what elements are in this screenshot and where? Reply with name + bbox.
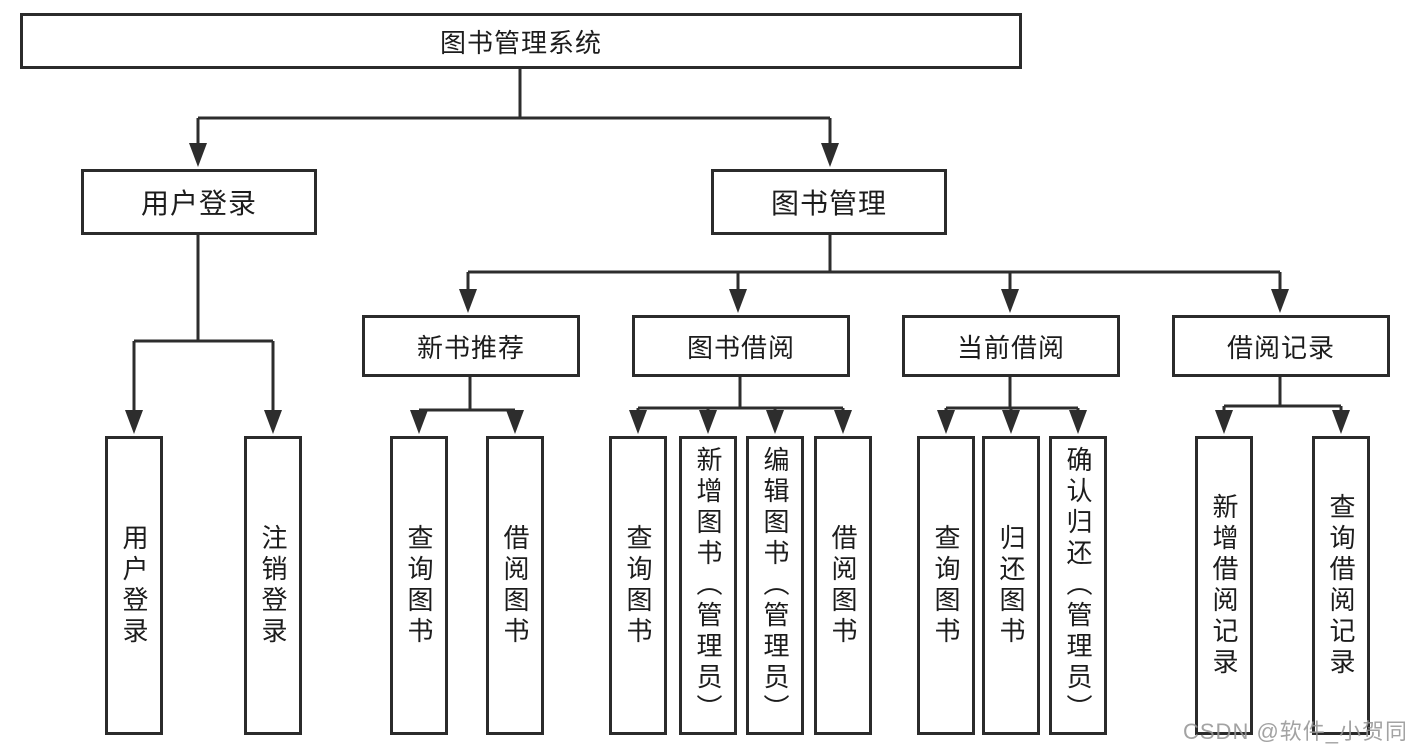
node-label: 当前借阅: [956, 332, 1065, 363]
node-user-login: 用户登录: [81, 169, 317, 235]
leaf-borrow-books-recommend: 借阅图书: [486, 436, 544, 735]
node-label: 图书借阅: [686, 332, 795, 363]
connector-bookmgmt-to-level3: [459, 235, 1289, 313]
leaf-borrow-books-borrowing: 借阅图书: [814, 436, 872, 735]
leaf-label: 新增借阅记录: [1209, 492, 1239, 679]
node-label: 图书管理系统: [439, 27, 602, 58]
leaf-query-books-borrowing: 查询图书: [609, 436, 667, 735]
leaf-logout: 注销登录: [244, 436, 302, 735]
leaf-query-books-current: 查询图书: [917, 436, 975, 735]
node-label: 用户登录: [140, 188, 257, 219]
leaf-label: 新增图书（管理员）: [693, 446, 723, 725]
connector-borrowing-to-leaves: [629, 377, 852, 434]
leaf-add-books-admin: 新增图书（管理员）: [679, 436, 737, 735]
node-current-borrowing: 当前借阅: [902, 315, 1120, 377]
leaf-label: 查询图书: [931, 523, 961, 648]
leaf-label: 用户登录: [119, 523, 149, 648]
connector-root-to-level2: [189, 69, 839, 167]
leaf-label: 查询图书: [404, 523, 434, 648]
leaf-confirm-return-admin: 确认归还（管理员）: [1049, 436, 1107, 735]
leaf-label: 归还图书: [996, 523, 1026, 648]
leaf-label: 确认归还（管理员）: [1063, 446, 1093, 725]
leaf-label: 借阅图书: [828, 523, 858, 648]
connector-recommend-to-leaves: [410, 377, 524, 434]
leaf-query-borrow-record: 查询借阅记录: [1312, 436, 1370, 735]
connector-userlogin-to-leaves: [125, 235, 282, 434]
csdn-watermark: CSDN @软件_小贺同学: [1183, 719, 1405, 744]
leaf-edit-books-admin: 编辑图书（管理员）: [746, 436, 804, 735]
leaf-return-books: 归还图书: [982, 436, 1040, 735]
leaf-label: 注销登录: [258, 523, 288, 648]
node-label: 借阅记录: [1226, 332, 1335, 363]
node-new-book-recommend: 新书推荐: [362, 315, 580, 377]
connector-current-to-leaves: [937, 377, 1087, 434]
leaf-user-login: 用户登录: [105, 436, 163, 735]
node-label: 新书推荐: [416, 332, 525, 363]
leaf-add-borrow-record: 新增借阅记录: [1195, 436, 1253, 735]
node-library-management-system: 图书管理系统: [20, 13, 1022, 69]
leaf-query-books-recommend: 查询图书: [390, 436, 448, 735]
connector-records-to-leaves: [1215, 377, 1350, 434]
leaf-label: 查询借阅记录: [1326, 492, 1356, 679]
leaf-label: 借阅图书: [500, 523, 530, 648]
node-book-management: 图书管理: [711, 169, 947, 235]
leaf-label: 查询图书: [623, 523, 653, 648]
node-book-borrowing: 图书借阅: [632, 315, 850, 377]
node-label: 图书管理: [770, 188, 887, 219]
node-borrow-records: 借阅记录: [1172, 315, 1390, 377]
leaf-label: 编辑图书（管理员）: [760, 446, 790, 725]
